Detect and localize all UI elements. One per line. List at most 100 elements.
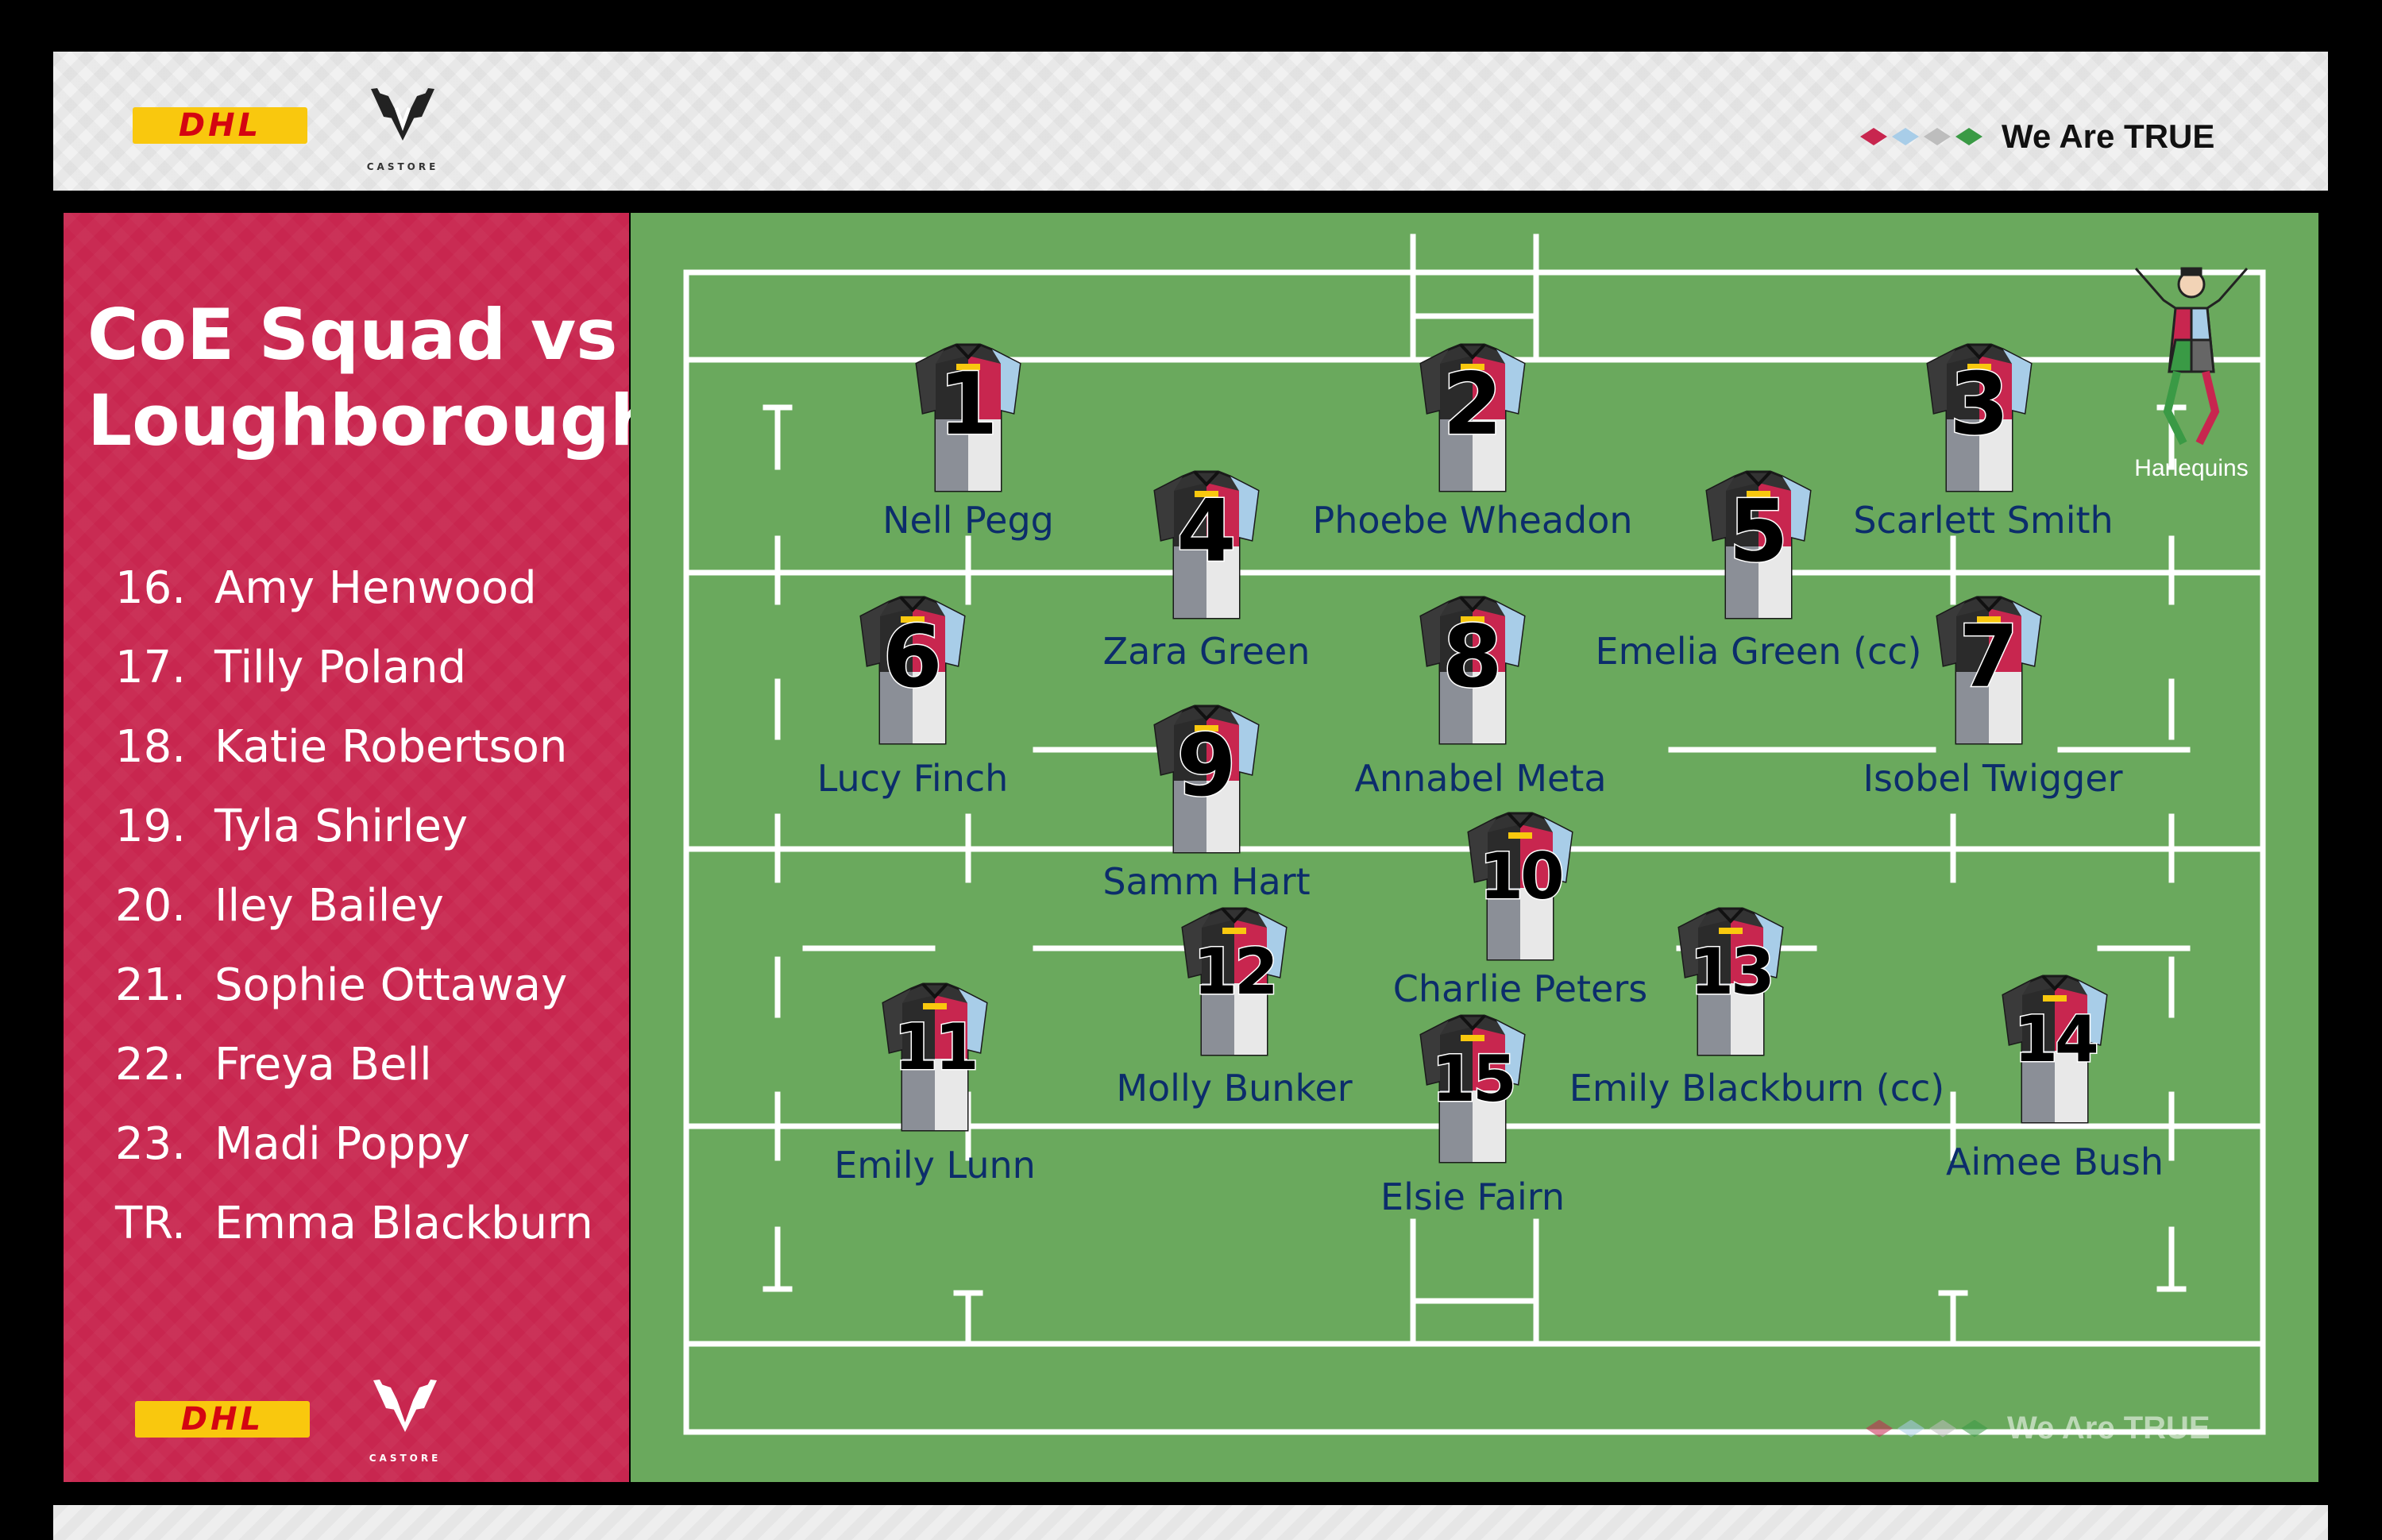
bench-name: Katie Robertson <box>214 721 568 773</box>
bench-number: TR. <box>115 1198 186 1249</box>
jersey-number: 4 <box>1176 482 1237 581</box>
castore-logo: CASTORE <box>353 1376 457 1464</box>
bench-number: 19. <box>115 801 187 852</box>
top-banner: DHL CASTORE We Are TRUE <box>53 52 2328 191</box>
castore-wordmark: CASTORE <box>366 161 439 172</box>
castore-wings-icon <box>373 1380 437 1432</box>
bench-item: 19.Tyla Shirley <box>115 801 468 852</box>
brand-diamond-icon <box>1924 128 1951 145</box>
jersey-number: 10 <box>1478 839 1565 913</box>
player-name: Emily Lunn <box>834 1144 1036 1187</box>
dhl-logo: DHL <box>133 107 307 144</box>
jersey-icon: 12 <box>1175 904 1294 1059</box>
jersey-number: 14 <box>2013 1002 2100 1076</box>
jersey-number: 3 <box>1948 355 2010 454</box>
jersey-graphic <box>1419 596 1526 745</box>
bench-name: Madi Poppy <box>214 1118 470 1170</box>
jersey-graphic <box>882 982 988 1132</box>
player-name: Scarlett Smith <box>1853 499 2114 542</box>
page-title-line2: Loughborough <box>87 380 660 461</box>
brand-diamond-icon <box>1897 1419 1925 1438</box>
jersey-number: 13 <box>1689 935 1776 1009</box>
player-name: Emily Blackburn (cc) <box>1569 1067 1945 1110</box>
jersey-icon: 14 <box>1995 971 2114 1127</box>
jersey-number: 6 <box>882 608 944 707</box>
bench-number: 21. <box>115 959 187 1011</box>
jersey-icon: 4 <box>1147 467 1266 623</box>
bench-item: 21. Sophie Ottaway <box>115 959 567 1011</box>
dhl-logo-text: DHL <box>178 107 262 144</box>
jersey-number: 9 <box>1176 716 1237 816</box>
jersey-icon: 5 <box>1699 467 1818 623</box>
bench-number: 22. <box>115 1039 187 1090</box>
bench-number: 18. <box>115 721 187 773</box>
jersey-number: 5 <box>1728 482 1789 581</box>
bench-item: 23. Madi Poppy <box>115 1118 470 1170</box>
jersey-graphic <box>1153 470 1260 619</box>
jersey-icon: 7 <box>1929 592 2048 748</box>
bench-number: 16. <box>115 562 187 614</box>
player-name: Elsie Fairn <box>1380 1175 1565 1218</box>
jersey-graphic <box>1677 907 1784 1056</box>
we-are-true-watermark: We Are TRUE <box>1866 1411 2210 1446</box>
player-name: Molly Bunker <box>1116 1067 1353 1110</box>
brand-diamond-icon <box>1961 1419 1988 1438</box>
harlequins-jester-icon <box>2134 267 2249 446</box>
player-name: Charlie Peters <box>1392 967 1648 1010</box>
club-name: Harlequins <box>2134 455 2249 481</box>
castore-wings-icon <box>371 88 434 141</box>
bench-number: 17. <box>115 642 187 693</box>
jersey-icon: 10 <box>1461 809 1580 964</box>
brand-tagline: We Are TRUE <box>2002 118 2215 155</box>
player-name: Lucy Finch <box>817 757 1009 800</box>
bench-name: Freya Bell <box>214 1039 432 1090</box>
jersey-graphic <box>1419 1014 1526 1164</box>
dhl-logo: DHL <box>135 1401 310 1438</box>
jersey-icon: 2 <box>1413 340 1532 496</box>
bench-item: 20. Iley Bailey <box>115 880 444 932</box>
jersey-graphic <box>915 343 1021 492</box>
jersey-number: 1 <box>937 355 999 454</box>
jersey-number: 11 <box>893 1010 980 1084</box>
player-name: Aimee Bush <box>1945 1141 2164 1183</box>
bottom-strip <box>53 1505 2328 1540</box>
jersey-number: 8 <box>1442 608 1504 707</box>
bench-name: Amy Henwood <box>214 562 537 614</box>
brand-diamond-icon <box>1892 128 1919 145</box>
bench-item: 16. Amy Henwood <box>115 562 537 614</box>
bench-name: Emma Blackburn <box>214 1198 593 1249</box>
harlequins-logo: Harlequins <box>2120 253 2263 491</box>
jersey-graphic <box>1467 812 1573 961</box>
castore-logo: CASTORE <box>351 85 454 172</box>
jersey-graphic <box>1926 343 2033 492</box>
bench-number: 20. <box>115 880 187 932</box>
bench-number: 23. <box>115 1118 187 1170</box>
dhl-logo-text: DHL <box>180 1401 264 1438</box>
bench-item: 17.Tilly Poland <box>115 642 466 693</box>
jersey-graphic <box>859 596 966 745</box>
brand-diamond-icon <box>1860 128 1887 145</box>
jersey-icon: 11 <box>875 979 994 1135</box>
jersey-graphic <box>1153 704 1260 854</box>
bench-name: Iley Bailey <box>214 880 444 932</box>
player-name: Emelia Green (cc) <box>1595 630 1922 673</box>
jersey-icon: 8 <box>1413 592 1532 748</box>
player-name: Annabel Meta <box>1354 757 1607 800</box>
jersey-graphic <box>1419 343 1526 492</box>
brand-diamond-icon <box>1955 128 1982 145</box>
player-name: Nell Pegg <box>882 499 1054 542</box>
player-name: Samm Hart <box>1102 860 1311 903</box>
jersey-icon: 6 <box>853 592 972 748</box>
jersey-number: 7 <box>1958 608 2020 707</box>
bench-item: 18. Katie Robertson <box>115 721 567 773</box>
squad-panel: CoE Squad vs Loughborough 16.Amy Henwood… <box>64 213 659 1482</box>
bench-item: TR. Emma Blackburn <box>115 1198 593 1249</box>
bench-name: Sophie Ottaway <box>214 959 568 1011</box>
jersey-icon: 1 <box>909 340 1028 496</box>
player-name: Phoebe Wheadon <box>1312 499 1633 542</box>
jersey-graphic <box>1936 596 2042 745</box>
jersey-icon: 15 <box>1413 1011 1532 1167</box>
player-name: Isobel Twigger <box>1863 757 2123 800</box>
